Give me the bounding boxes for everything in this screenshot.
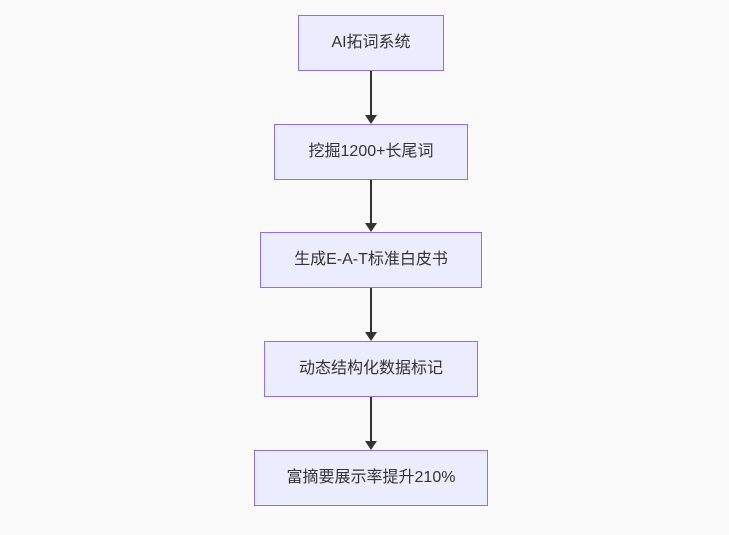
flow-node-label: 动态结构化数据标记: [298, 360, 443, 377]
arrowhead-down-icon: [365, 115, 377, 124]
flow-node-longtail-keywords: 挖掘1200+长尾词: [274, 124, 468, 180]
edge-arrow-3: [365, 288, 377, 341]
flow-node-structured-data-markup: 动态结构化数据标记: [264, 341, 478, 397]
edge-line: [370, 71, 372, 115]
flow-node-label: 富摘要展示率提升210%: [286, 469, 456, 486]
edge-line: [370, 180, 372, 223]
edge-arrow-1: [365, 71, 377, 124]
edge-line: [370, 397, 372, 441]
flow-node-label: AI拓词系统: [331, 34, 411, 51]
flow-node-rich-snippet-result: 富摘要展示率提升210%: [254, 450, 488, 506]
arrowhead-down-icon: [365, 223, 377, 232]
edge-line: [370, 288, 372, 332]
arrowhead-down-icon: [365, 441, 377, 450]
flow-node-label: 生成E-A-T标准白皮书: [294, 251, 448, 268]
edge-arrow-2: [365, 180, 377, 232]
flow-node-ai-keyword-system: AI拓词系统: [298, 15, 444, 71]
arrowhead-down-icon: [365, 332, 377, 341]
flow-node-eat-whitepaper: 生成E-A-T标准白皮书: [260, 232, 482, 288]
edge-arrow-4: [365, 397, 377, 450]
flow-node-label: 挖掘1200+长尾词: [308, 143, 434, 160]
